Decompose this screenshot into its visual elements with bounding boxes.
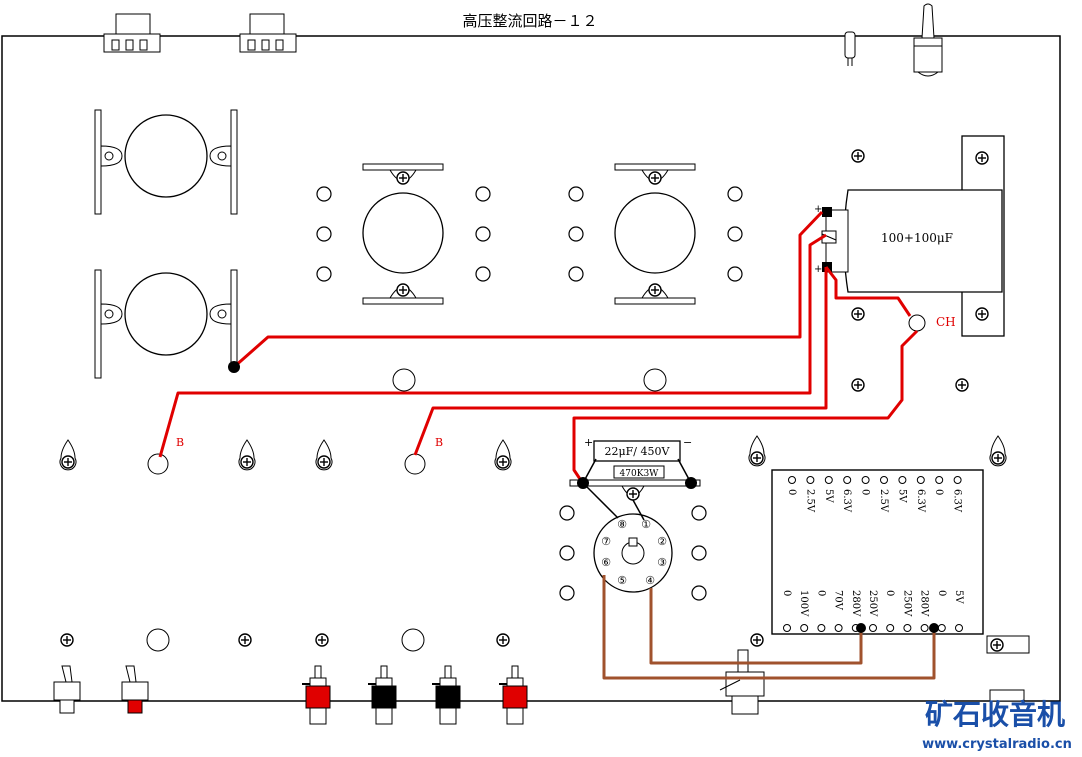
transformer-tap-bottom: [800, 624, 809, 632]
transformer-tap-bottom: [783, 624, 791, 632]
mount-hole-b: [643, 368, 667, 392]
transformer-tap-label: 0: [933, 489, 944, 495]
transformer-tap-top: [806, 476, 815, 484]
electrolytic-capacitor-main: 100+100μF: [821, 135, 1005, 337]
tube-socket-center-left: [316, 163, 491, 305]
transformer-tap-label: 0: [815, 590, 826, 596]
transformer-tap-bottom: [869, 624, 877, 632]
socket-pin-3: ③: [657, 556, 667, 569]
transformer-tap-label: 0: [936, 590, 947, 596]
brand-logo-text: 矿石收音机: [925, 698, 1065, 731]
lug-strip-bottom: [569, 479, 701, 501]
transformer-tap-label: 6.3V: [841, 489, 852, 513]
transformer-tap-bottom: [886, 624, 895, 632]
cap-small-label: 22μF/ 450V: [605, 445, 671, 458]
binding-post-jack: [302, 665, 331, 725]
power-switch-top: [913, 3, 943, 77]
transformer-tap-label: 5V: [823, 489, 834, 503]
transformer-tap-label: 6.3V: [915, 489, 926, 513]
toggle-switch-white: [53, 665, 81, 714]
transformer-tap-label: 250V: [867, 590, 878, 617]
fuse-holder: [844, 31, 856, 66]
transformer-tap-label: 0: [781, 590, 792, 596]
transformer-tap-bottom: [817, 624, 826, 632]
transformer-tap-top: [843, 476, 852, 484]
socket-pin-5: ⑤: [617, 574, 627, 587]
transformer-tap-bottom: [955, 624, 963, 632]
side-bracket: [986, 635, 1030, 654]
binding-post-jack: [499, 665, 528, 725]
tube-socket-upper-left: [94, 109, 238, 215]
mount-hole-a: [392, 368, 416, 392]
transformer-tap-top: [916, 476, 925, 484]
transformer-tap-label: 280V: [850, 590, 861, 617]
binding-post-jack: [368, 665, 397, 725]
transformer-tap-top: [861, 476, 870, 484]
b-terminal-left: [147, 453, 169, 475]
transformer-tap-top: [788, 476, 796, 484]
transformer-tap-label: 280V: [919, 590, 930, 617]
transformer-tap-label: 70V: [833, 590, 844, 611]
b-label-2: B: [435, 436, 443, 449]
b-terminal-right: [404, 453, 426, 475]
ac-inlet-socket: [719, 649, 765, 715]
transformer-tap-label: 2.5V: [804, 489, 815, 513]
cap-plus-mark: +: [584, 436, 593, 449]
transformer-tap-label: 6.3V: [952, 489, 963, 513]
brand-url: www.crystalradio.cn: [922, 737, 1072, 752]
plus-mark-1: +: [814, 204, 822, 215]
socket-pin-1: ①: [641, 518, 651, 531]
socket-pin-8: ⑧: [617, 518, 627, 531]
terminal-row-left: [59, 435, 1007, 471]
transformer-tap-label: 2.5V: [878, 489, 889, 513]
tube-socket-center-right: [568, 163, 743, 305]
bottom-hole-b: [401, 628, 425, 652]
junction-dot: [228, 361, 240, 373]
tube-socket-lower-left: [94, 269, 238, 379]
transformer-tap-bottom: [937, 624, 946, 632]
page-title: 高压整流回路－１２: [462, 12, 597, 30]
transformer-tap-bottom: [903, 624, 912, 632]
transformer-tap-label: 5V: [896, 489, 907, 503]
toggle-switch-red: [121, 665, 149, 714]
rectifier-tube-socket: ① ② ③ ④ ⑤ ⑥ ⑦ ⑧: [559, 505, 707, 601]
transformer-tap-top: [935, 476, 944, 484]
socket-pin-2: ②: [657, 535, 667, 548]
power-transformer: 0 2.5V 5V 6.3V 0 2.5V 5V 6.3V 0 6.3V 0 100V 0 70V 280…: [771, 469, 984, 635]
cap-minus-mark: −: [683, 436, 692, 449]
top-connector-right: [239, 13, 297, 53]
choke-terminal: [908, 314, 926, 332]
transformer-tap-label: 0: [786, 489, 797, 495]
transformer-tap-bottom: [920, 624, 929, 632]
transformer-tap-label: 100V: [798, 590, 809, 617]
red-wiring: [158, 210, 919, 483]
resistor-label: 470K3W: [620, 469, 660, 479]
transformer-tap-label: 0: [860, 489, 871, 495]
transformer-tap-top: [824, 476, 833, 484]
transformer-tap-top: [953, 476, 962, 484]
transformer-tap-label: 0: [884, 590, 895, 596]
transformer-tap-top: [898, 476, 907, 484]
brown-wiring: [602, 575, 936, 680]
b-label-1: B: [176, 436, 184, 449]
socket-pin-6: ⑥: [601, 556, 611, 569]
capacitor-22uf: 22μF/ 450V: [593, 440, 681, 462]
transformer-tap-top: [880, 476, 888, 484]
transformer-tap-label: 250V: [901, 590, 912, 617]
socket-pin-7: ⑦: [601, 535, 611, 548]
bottom-hole-a: [146, 628, 170, 652]
socket-pin-4: ④: [645, 574, 655, 587]
wire-to-pin1: [632, 499, 645, 521]
wire-to-pin8: [582, 482, 619, 519]
top-connector-left: [103, 13, 161, 53]
choke-label: CH: [936, 315, 956, 329]
transformer-tap-bottom: [834, 624, 843, 632]
transformer-tap-label: 5V: [953, 590, 964, 604]
binding-post-jack: [432, 665, 461, 725]
plus-mark-2: +: [814, 264, 822, 275]
bottom-right-tab: [989, 689, 1025, 702]
resistor-470k: 470K3W: [613, 465, 665, 479]
cap-main-label: 100+100μF: [881, 231, 953, 245]
